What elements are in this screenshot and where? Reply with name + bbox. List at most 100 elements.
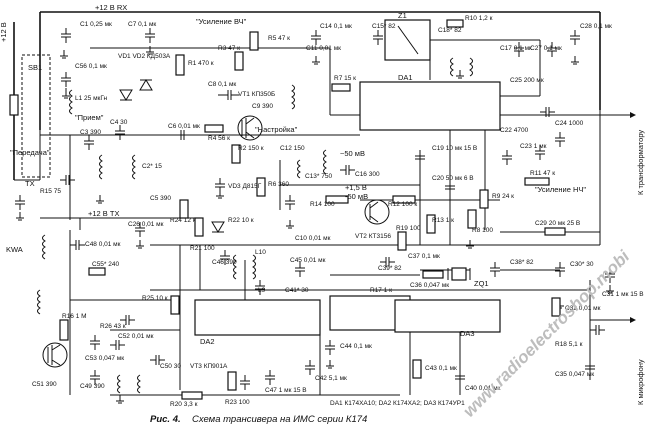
component-label: C14 0,1 мк: [320, 23, 352, 30]
component-label: R21 100: [190, 245, 215, 252]
resistor-symbols: [9, 19, 566, 400]
component-label: C49 390: [80, 383, 105, 390]
component-label: R2 150 к: [238, 145, 264, 152]
component-label: C24 1000: [555, 120, 584, 127]
component-label: C45 0,01 мк: [290, 257, 326, 264]
component-label: C55* 240: [92, 261, 119, 268]
component-label: R12 100 к: [388, 201, 417, 208]
component-label: C37 0,1 мк: [408, 253, 440, 260]
component-label: C11 0,01 мк: [306, 45, 341, 52]
inductor-symbols: [37, 57, 473, 394]
component-label: C53 0,047 мк: [85, 355, 124, 362]
sb1-label: SB1: [28, 63, 42, 72]
component-label: L9: [258, 287, 266, 294]
component-label: C20 50 мк 6 В: [432, 175, 474, 182]
ic-zq1-label: ZQ1: [474, 279, 489, 288]
af-gain-label: "Усиление НЧ": [535, 185, 586, 194]
component-label: R15 75: [40, 188, 61, 195]
ic-legend: DA1 К174ХА10; DA2 К174ХА2; DA3 К174УР1: [330, 400, 465, 407]
component-label: C28 0,1 мк: [580, 23, 612, 30]
component-label: R4 56 к: [208, 135, 230, 142]
component-label: C15* 82: [372, 23, 396, 30]
component-label: VD3 Д815Г: [228, 183, 262, 190]
ic-da3-label: DA3: [460, 329, 475, 338]
component-label: C2* 15: [142, 163, 162, 170]
diode-symbols: [119, 79, 225, 233]
tuning-label: "Настройка": [255, 125, 298, 134]
component-label: C52 0,01 мк: [118, 333, 154, 340]
figure-number: Рис. 4.: [150, 414, 181, 425]
figure-title: Схема трансивера на ИМС серии К174: [192, 414, 367, 425]
component-label: C31 1 мк 15 В: [602, 291, 644, 298]
rail-12v-label: +12 В: [0, 22, 8, 42]
component-label: R26 43 к: [100, 323, 126, 330]
ic-packages: [194, 19, 501, 336]
ic-da1-label: DA1: [398, 73, 413, 82]
component-label: VT1 КП350Б: [238, 91, 275, 98]
component-label: R19 100: [396, 225, 421, 232]
component-label: C36 0,047 мк: [410, 282, 449, 289]
component-label: R10 1,2 к: [465, 15, 493, 22]
component-label: C50 30: [160, 363, 181, 370]
component-label: C3 390: [80, 129, 101, 136]
component-label: C26 0,01 мк: [128, 221, 164, 228]
transmit-label: "Передача": [10, 148, 50, 157]
component-label: C56 0,1 мк: [75, 63, 107, 70]
rail-12v-tx-label: +12 В TX: [88, 209, 119, 218]
component-label: C46 390: [212, 259, 237, 266]
component-label: C47 1 мк 15 В: [265, 387, 307, 394]
component-label: C10 0,01 мк: [295, 235, 331, 242]
antenna-label: KWA: [6, 245, 23, 254]
component-label: R18 5,1 к: [555, 341, 583, 348]
component-label: C16 300: [355, 171, 380, 178]
component-label: C35 0,047 мк: [555, 371, 594, 378]
component-label: L10: [255, 249, 266, 256]
component-label: C27 0,1 мк: [530, 45, 562, 52]
component-label: C1 0,25 мк: [80, 21, 112, 28]
component-label: C40 0,01 мк: [465, 385, 501, 392]
component-label: VT2 КТ3156: [355, 233, 391, 240]
component-label: C7 0,1 мк: [128, 21, 156, 28]
capacitor-symbols: [15, 28, 615, 390]
component-label: R20 3,3 к: [170, 401, 198, 408]
component-label: C5 390: [150, 195, 171, 202]
component-label: R6 360: [268, 181, 289, 188]
component-label: C29 20 мк 25 В: [535, 220, 580, 227]
component-label: R3 47 к: [218, 45, 240, 52]
component-label: R24 12 к: [170, 217, 196, 224]
component-label: C51 390: [32, 381, 57, 388]
component-label: R16 1 M: [62, 313, 87, 320]
component-label: C30* 30: [570, 261, 594, 268]
component-label: R14 100: [310, 201, 335, 208]
component-label: C18* 82: [438, 27, 462, 34]
component-label: R7 15 к: [334, 75, 356, 82]
component-label: C41* 30: [285, 287, 309, 294]
component-label: C6 0,01 мк: [168, 123, 200, 130]
rail-12v-rx-label: +12 В RX: [95, 3, 127, 12]
component-label: C48 0,01 мк: [85, 241, 121, 248]
component-label: R13 1 к: [432, 217, 454, 224]
component-label: C12 150: [280, 145, 305, 152]
component-label: L1 25 мкГн: [75, 95, 108, 102]
component-label: C22 4700: [500, 127, 529, 134]
ic-z1-label: Z1: [398, 11, 407, 20]
component-label: C42 5,1 мк: [315, 375, 347, 382]
to-transformer-label: К трансформатору: [636, 130, 645, 195]
wiring: [13, 11, 636, 396]
component-label: C38* 82: [510, 259, 534, 266]
component-label: C25 200 мк: [510, 77, 544, 84]
component-label: R1 470 к: [188, 60, 214, 67]
component-label: C4 30: [110, 119, 128, 126]
transistor-symbols: [42, 115, 390, 368]
voltage-minus-50mv-label: -50 мВ: [345, 192, 368, 201]
component-label: R25 10 к: [142, 295, 168, 302]
component-label: VD1 VD2 КД503А: [118, 53, 171, 60]
component-label: C19 10 мк 15 В: [432, 145, 477, 152]
component-label: VT3 КП901А: [190, 363, 228, 370]
component-label: C17 0,1 мк: [500, 45, 532, 52]
component-label: C43 0,1 мк: [425, 365, 457, 372]
to-microphone-label: К микрофону: [636, 359, 645, 405]
rf-gain-label: "Усиление ВЧ": [196, 17, 247, 26]
